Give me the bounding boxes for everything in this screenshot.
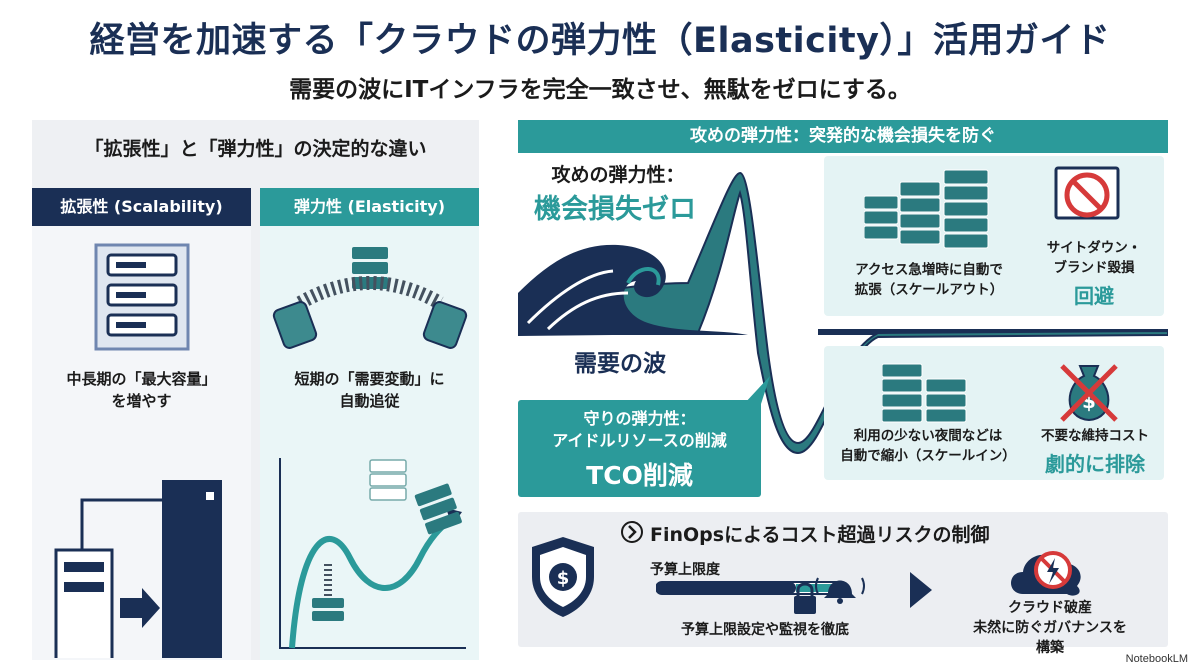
site-down-caption: サイトダウン・ ブランド毀損 <box>1034 238 1154 278</box>
defense-title-line1: 守りの弾力性： <box>583 409 696 428</box>
lock-icon <box>794 582 816 614</box>
attack-title: 攻めの弾力性： <box>551 164 685 186</box>
scale-up-diagram <box>54 480 222 658</box>
auto-follow-diagram <box>279 458 466 649</box>
elasticity-column: 弾力性 (Elasticity) 短期の「需要変動」に 自動追従 <box>260 188 479 660</box>
risk-line2: 未然に防ぐガバナンスを構築 <box>973 620 1127 656</box>
money-bag-icon: $ <box>1060 364 1118 422</box>
defense-title: 守りの弾力性： アイドルリソースの削減 <box>518 408 761 452</box>
site-down-line1: サイトダウン・ <box>1046 240 1142 256</box>
risk-caption: クラウド破産 未然に防ぐガバナンスを構築 <box>970 598 1130 658</box>
scale-in-caption: 利用の少ない夜間などは 自動で縮小（スケールイン） <box>828 426 1028 466</box>
defense-main: TCO削減 <box>586 461 693 490</box>
attack-main: 機会損失ゼロ <box>534 194 696 225</box>
no-entry-icon <box>1054 166 1120 220</box>
shield-currency: $ <box>557 568 570 589</box>
defense-box: 守りの弾力性： アイドルリソースの削減 TCO削減 <box>518 400 761 497</box>
page-title: 経営を加速する「クラウドの弾力性（Elasticity）」活用ガイド <box>89 21 1111 61</box>
comparison-heading: 「拡張性」と「弾力性」の決定的な違い <box>84 138 427 160</box>
scalability-caption: 中長期の「最大容量」 を増やす <box>32 368 251 412</box>
scale-out-box: アクセス急増時に自動で 拡張（スケールアウト） サイトダウン・ ブランド毀損 回… <box>824 156 1164 316</box>
scale-out-caption: アクセス急増時に自動で 拡張（スケールアウト） <box>834 260 1024 300</box>
risk-line1: クラウド破産 <box>1008 600 1092 616</box>
chevron-right-icon <box>910 572 932 608</box>
maintenance-caption: 不要な維持コスト <box>1041 428 1149 444</box>
chevron-right-icon <box>621 521 643 543</box>
elasticity-caption-line1: 短期の「需要変動」に <box>294 370 445 388</box>
server-rack-icon <box>94 243 190 351</box>
scalability-caption-line2: を増やす <box>111 392 172 410</box>
attack-bar: 攻めの弾力性：突発的な機会損失を防ぐ <box>518 120 1168 153</box>
server-pair-icon <box>882 363 967 423</box>
elasticity-caption: 短期の「需要変動」に 自動追従 <box>260 368 479 412</box>
elasticity-caption-line2: 自動追従 <box>339 392 400 410</box>
scalability-column: 拡張性 (Scalability) 中長期の「最大容量」 を増やす <box>32 188 251 660</box>
bell-icon <box>815 577 865 604</box>
server-stack-icon <box>864 169 989 249</box>
scalability-caption-line1: 中長期の「最大容量」 <box>66 370 217 388</box>
cloud-lightning-icon <box>1011 551 1081 596</box>
scale-out-line1: アクセス急増時に自動で <box>855 262 1003 278</box>
scale-out-line2: 拡張（スケールアウト） <box>854 282 1004 298</box>
defense-pointer <box>744 376 770 404</box>
shield-dollar-icon: $ <box>532 537 594 617</box>
scalability-header: 拡張性 (Scalability) <box>32 188 251 226</box>
spring-icon <box>272 247 468 349</box>
scale-in-line1: 利用の少ない夜間などは <box>853 428 1003 444</box>
site-down-main: 回避 <box>1074 284 1114 308</box>
elasticity-header: 弾力性 (Elasticity) <box>260 188 479 226</box>
demand-label: 需要の波 <box>574 351 666 377</box>
site-down-line2: ブランド毀損 <box>1053 260 1135 276</box>
defense-title-line2: アイドルリソースの削減 <box>552 431 727 450</box>
scale-in-box: 利用の少ない夜間などは 自動で縮小（スケールイン） $ 不要な維持コスト 劇的に… <box>824 346 1164 480</box>
scale-in-line2: 自動で縮小（スケールイン） <box>840 448 1016 464</box>
budget-caption: 予算上限設定や監視を徹底 <box>681 622 849 638</box>
budget-bar <box>656 577 865 614</box>
budget-label: 予算上限度 <box>650 562 720 578</box>
maintenance-main: 劇的に排除 <box>1045 452 1145 476</box>
page-subtitle: 需要の波にITインフラを完全一致させ、無駄をゼロにする。 <box>289 77 911 103</box>
finops-title: FinOpsによるコスト超過リスクの制御 <box>650 524 990 546</box>
watermark: NotebookLM <box>1125 653 1188 665</box>
comparison-panel: 「拡張性」と「弾力性」の決定的な違い 拡張性 (Scalability) 中長期… <box>32 120 479 660</box>
